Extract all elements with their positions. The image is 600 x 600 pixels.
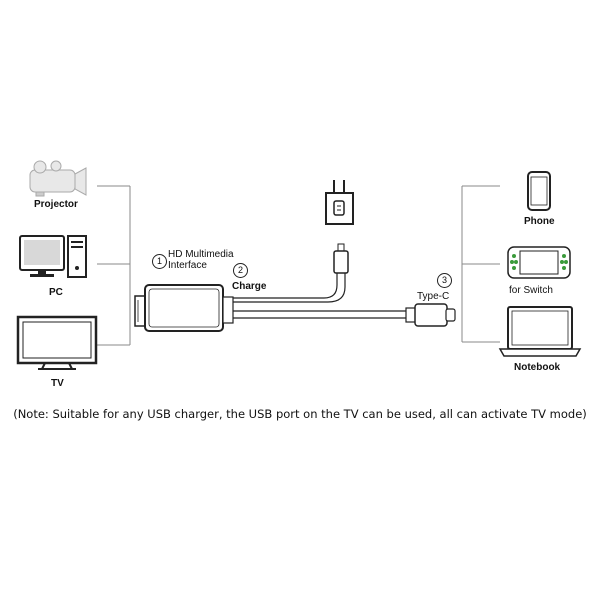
callout-2-number: 2 <box>233 263 248 278</box>
main-cable <box>233 310 408 319</box>
callout-2-label: Charge <box>232 281 267 292</box>
tv-icon <box>16 315 98 370</box>
callout-1-number: 1 <box>152 254 167 269</box>
power-adapter-icon <box>325 180 354 225</box>
phone-icon <box>527 171 551 211</box>
charge-cable <box>232 243 349 303</box>
right-bracket <box>461 185 500 343</box>
callout-1-line1: HD Multimedia <box>168 249 234 260</box>
phone-label: Phone <box>524 216 555 227</box>
switch-label: for Switch <box>509 285 553 296</box>
pc-icon <box>19 235 87 278</box>
pc-label: PC <box>49 287 63 298</box>
callout-1-line2: Interface <box>168 260 207 271</box>
callout-3-number: 3 <box>437 273 452 288</box>
left-bracket <box>97 185 131 346</box>
note-text: (Note: Suitable for any USB charger, the… <box>13 407 587 421</box>
game-console-icon <box>507 246 571 279</box>
tv-label: TV <box>51 378 64 389</box>
projector-label: Projector <box>34 199 78 210</box>
notebook-label: Notebook <box>514 362 561 373</box>
laptop-icon <box>498 306 582 357</box>
type-c-connector <box>405 303 456 327</box>
hdmi-connector <box>134 284 234 332</box>
callout-1-label: HD Multimedia Interface <box>168 249 234 271</box>
projector-icon <box>29 160 87 197</box>
callout-3-label: Type-C <box>417 291 450 302</box>
